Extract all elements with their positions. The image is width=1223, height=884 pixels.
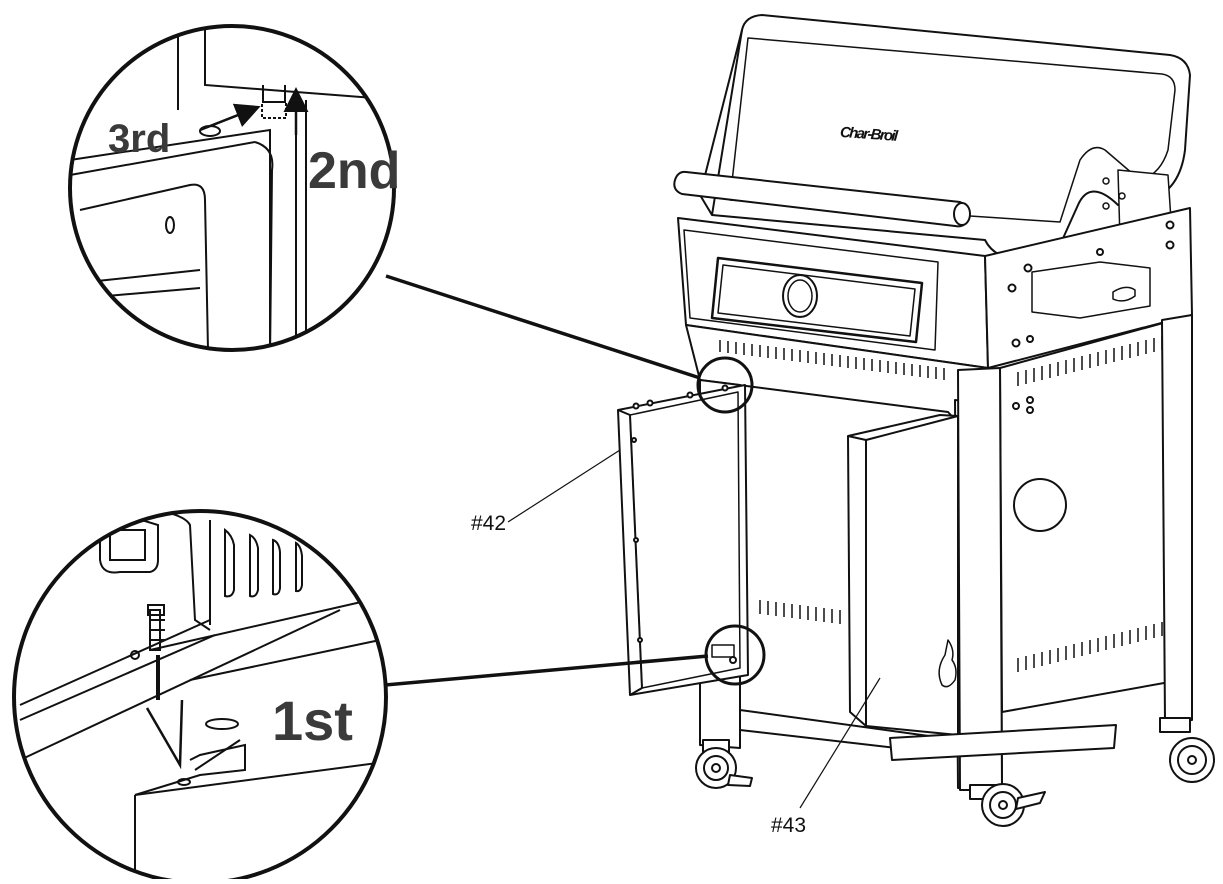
part-label-42: #42 xyxy=(471,512,506,535)
leader-line-bottom xyxy=(373,654,709,688)
vents-front xyxy=(719,340,945,624)
grill-logo: Char-Broil xyxy=(840,124,900,145)
step-label-3rd: 3rd xyxy=(108,117,170,161)
bottom-shelf xyxy=(889,724,1117,761)
callout-circle-top xyxy=(696,356,754,414)
arrow-1st xyxy=(145,699,184,770)
part-label-43: #43 xyxy=(771,814,806,837)
side-panel-right xyxy=(984,207,1193,369)
grill: Char-Broil xyxy=(617,14,1215,827)
leader-line-top xyxy=(385,274,701,380)
detail-circle-bottom: 1st xyxy=(12,509,388,884)
flame-icon xyxy=(938,639,957,688)
step-label-1st: 1st xyxy=(272,689,353,752)
caster-right xyxy=(1159,717,1215,783)
back-leg xyxy=(1161,314,1193,723)
caster-left xyxy=(695,739,753,789)
leader-part-43 xyxy=(799,677,881,809)
leader-part-42 xyxy=(507,449,621,523)
detail-circle-top: 3rd 2nd xyxy=(68,24,400,352)
door-42 xyxy=(617,384,749,696)
side-cutout xyxy=(1013,478,1067,532)
front-leg xyxy=(957,367,1003,791)
caster-center xyxy=(969,783,1046,827)
lid-handle xyxy=(673,170,971,228)
step-label-2nd: 2nd xyxy=(308,142,400,200)
control-panel xyxy=(677,217,989,369)
door-43 xyxy=(847,414,959,736)
arrow-3rd xyxy=(199,103,261,132)
